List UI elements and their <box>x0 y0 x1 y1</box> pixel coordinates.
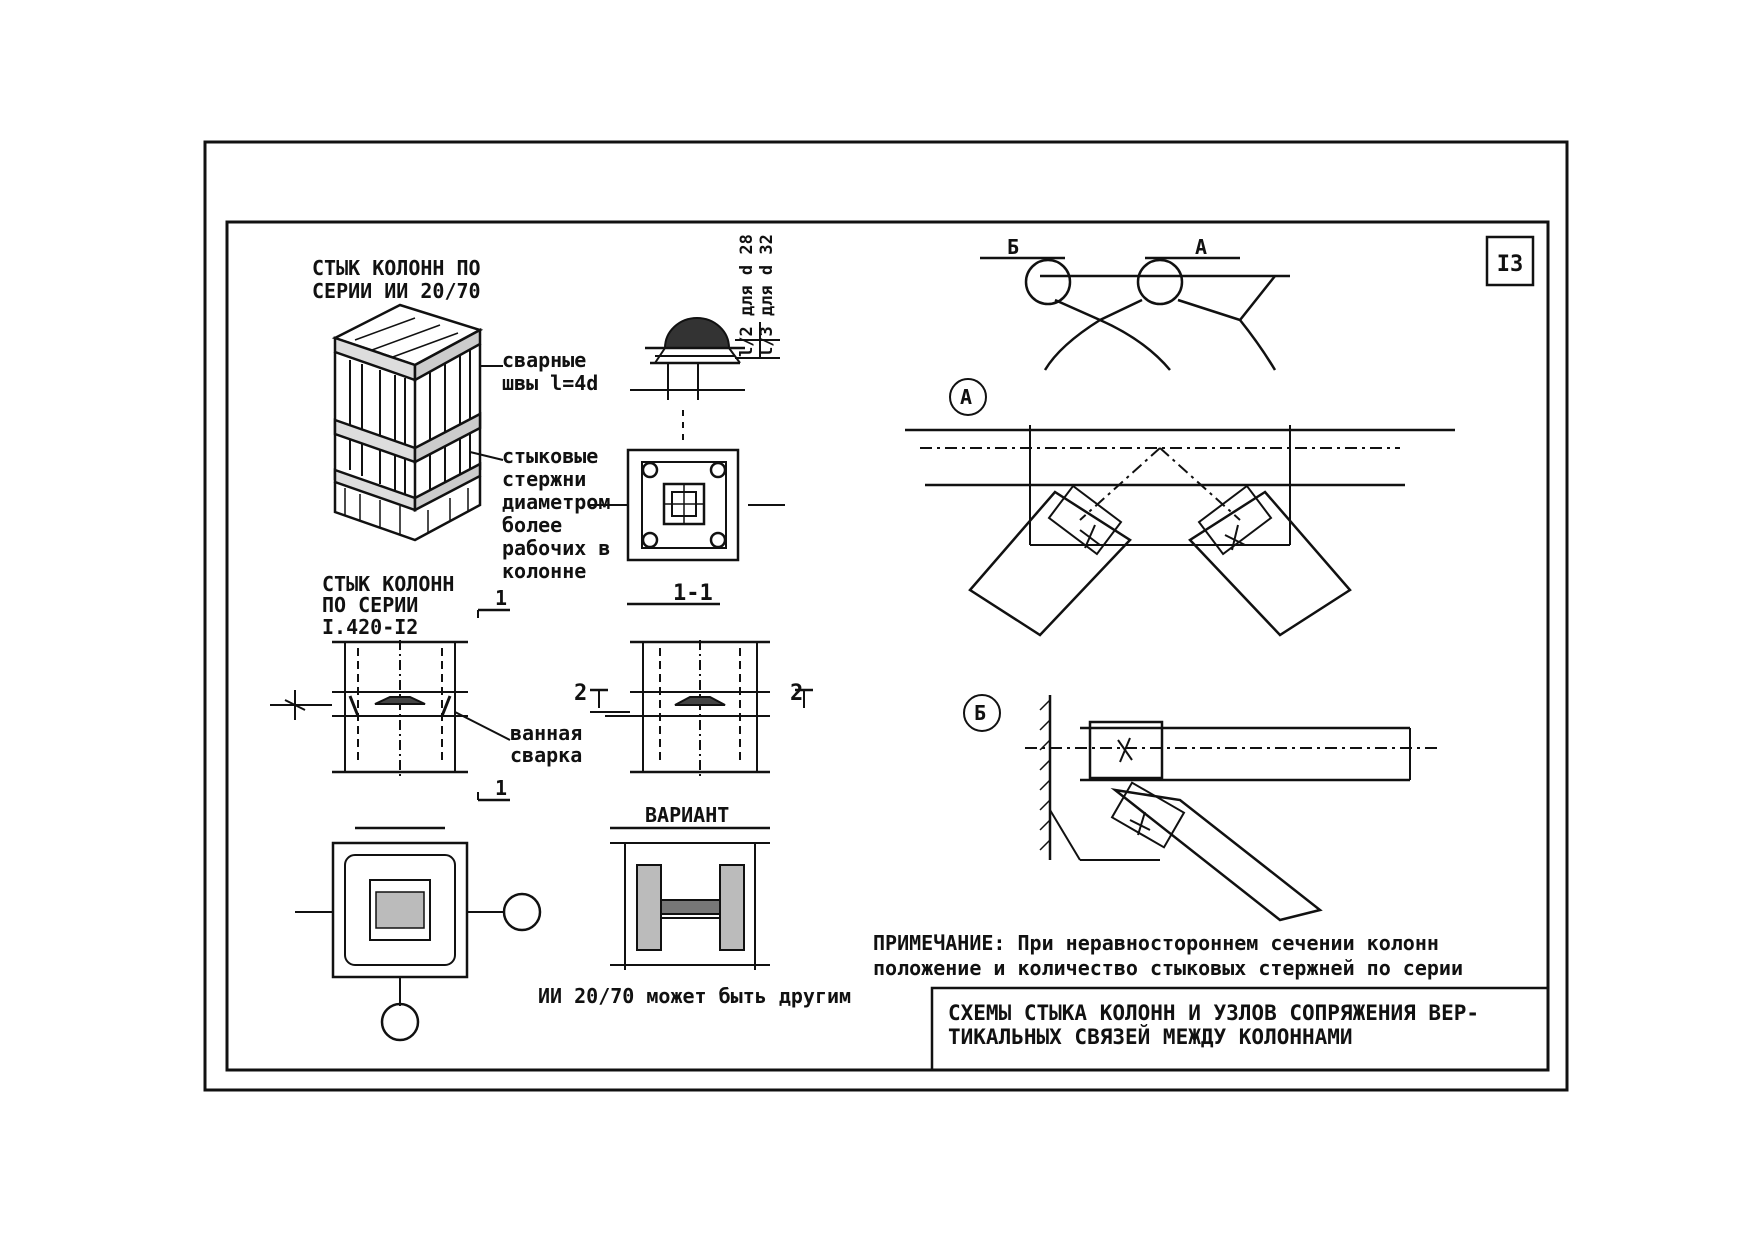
section-2-mark-right: 2 <box>790 681 803 706</box>
rods-label-6: колонне <box>502 559 586 583</box>
scheme-mark-a: А <box>1195 235 1207 259</box>
dim-label-2: l/3 для d 32 <box>757 234 777 357</box>
rods-label-4: более <box>502 513 562 537</box>
isometric-column <box>331 303 504 542</box>
section-2-mark-left: 2 <box>574 681 587 706</box>
joint-elevation-section <box>590 602 813 780</box>
title-joint-series-1: СТЫК КОЛОНН ПО <box>312 256 481 280</box>
weld-callout: сварные швы l=4d <box>502 348 598 395</box>
bath-welding-label-2: сварка <box>510 743 582 767</box>
section-mark-1-bottom: 1 <box>495 776 507 800</box>
weld-detail <box>630 317 780 440</box>
bath-welding-label-1: ванная <box>510 721 582 745</box>
title-mid-3: I.420-I2 <box>322 615 418 639</box>
bath-welding-callout: ванная сварка <box>510 721 582 767</box>
joint-elevation-left <box>270 608 511 802</box>
note-line-1: ПРИМЕЧАНИЕ: При неравностороннем сечении… <box>873 931 1439 955</box>
rods-label-2: стержни <box>502 467 586 491</box>
rods-callout: стыковые стержни диаметром более рабочих… <box>502 444 610 583</box>
left-mid-title: СТЫК КОЛОНН ПО СЕРИИ I.420-I2 <box>322 572 454 639</box>
node-b <box>963 694 1440 922</box>
variant-label: ВАРИАНТ <box>645 803 729 827</box>
note-line-3: ИИ 20/70 может быть другим <box>538 984 851 1008</box>
weld-label-2: швы l=4d <box>502 371 598 395</box>
weld-dimension-labels: l/2 для d 28 l/3 для d 32 <box>737 234 777 357</box>
section-1-1-label: 1-1 <box>673 581 713 606</box>
sheet-number: I3 <box>1497 252 1524 277</box>
variant-detail <box>610 826 770 970</box>
left-top-title: СТЫК КОЛОНН ПО СЕРИИ ИИ 20/70 <box>312 256 481 303</box>
note-line-2: положение и количество стыковых стержней… <box>873 956 1463 980</box>
section-mark-1-top: 1 <box>495 586 507 610</box>
title-stamp: СХЕМЫ СТЫКА КОЛОНН И УЗЛОВ СОПРЯЖЕНИЯ ВЕ… <box>930 986 1550 1072</box>
title-mid-2: ПО СЕРИИ <box>322 593 418 617</box>
stamp-line-2: ТИКАЛЬНЫХ СВЯЗЕЙ МЕЖДУ КОЛОННАМИ <box>948 1024 1353 1049</box>
node-b-label: Б <box>974 701 986 725</box>
scheme-mark-b: Б <box>1007 235 1019 259</box>
note-block: ПРИМЕЧАНИЕ: При неравностороннем сечении… <box>538 931 1463 1008</box>
rods-label-5: рабочих в <box>502 536 610 560</box>
rods-label-3: диаметром <box>502 490 610 514</box>
rods-label-1: стыковые <box>502 444 598 468</box>
title-mid-1: СТЫК КОЛОНН <box>322 572 454 596</box>
stamp-line-1: СХЕМЫ СТЫКА КОЛОНН И УЗЛОВ СОПРЯЖЕНИЯ ВЕ… <box>948 1001 1479 1025</box>
weld-label-1: сварные <box>502 348 586 372</box>
section-2-2-plan <box>295 826 542 1042</box>
column-plan-section <box>590 448 785 562</box>
node-a-label: А <box>960 385 972 409</box>
title-joint-series-2: СЕРИИ ИИ 20/70 <box>312 279 481 303</box>
sheet-frame: I3 <box>203 140 1569 1092</box>
node-a <box>905 378 1455 637</box>
bracing-scheme <box>980 256 1290 371</box>
dim-label-1: l/2 для d 28 <box>737 234 757 357</box>
